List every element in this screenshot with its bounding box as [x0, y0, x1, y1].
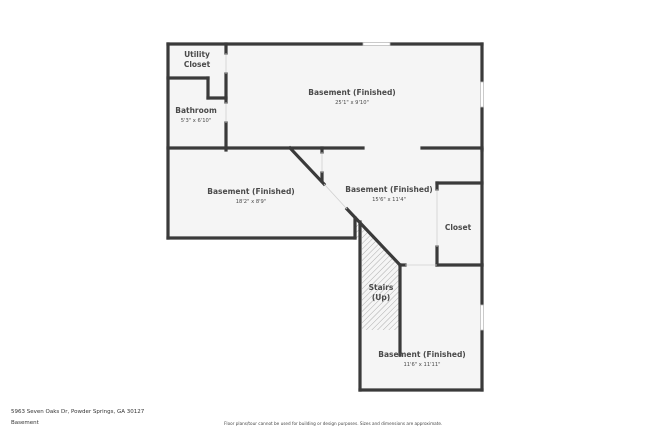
- footer-address: 5963 Seven Oaks Dr, Powder Springs, GA 3…: [11, 409, 145, 415]
- room-dim-basement-bottom: 11'6" x 11'11": [403, 362, 440, 368]
- room-label-basement-left: Basement (Finished): [207, 187, 294, 196]
- room-label-utility-closet: Utility: [184, 50, 210, 59]
- footer-level: Basement: [11, 420, 39, 426]
- stairs-hatch: [362, 224, 399, 330]
- room-dim-basement-center: 15'6" x 11'4": [372, 197, 406, 203]
- room-dim-basement-left: 18'2" x 8'9": [236, 199, 267, 205]
- room-label-bathroom: Bathroom: [175, 106, 217, 115]
- footer-disclaimer: Floor plans/tour cannot be used for buil…: [224, 421, 443, 426]
- room-dim-bathroom: 5'3" x 6'10": [181, 118, 212, 124]
- floor-fill: [168, 44, 482, 390]
- room-label-closet: Closet: [445, 223, 472, 232]
- room-label-stairs-2: (Up): [372, 293, 390, 302]
- window-top: [362, 42, 391, 46]
- room-label-stairs: Stairs: [369, 283, 394, 292]
- door-openings: [225, 53, 438, 266]
- room-labels: Utility Closet Bathroom 5'3" x 6'10" Bas…: [175, 50, 471, 368]
- room-dim-basement-top: 25'1" x 9'10": [335, 100, 369, 106]
- room-label-basement-top: Basement (Finished): [308, 88, 395, 97]
- room-label-utility-closet-2: Closet: [184, 60, 211, 69]
- room-label-basement-bottom: Basement (Finished): [378, 350, 465, 359]
- window-right-upper: [480, 81, 484, 108]
- room-label-basement-center: Basement (Finished): [345, 185, 432, 194]
- walls: [166, 42, 484, 392]
- window-right-lower: [480, 304, 484, 331]
- windows: [362, 42, 484, 331]
